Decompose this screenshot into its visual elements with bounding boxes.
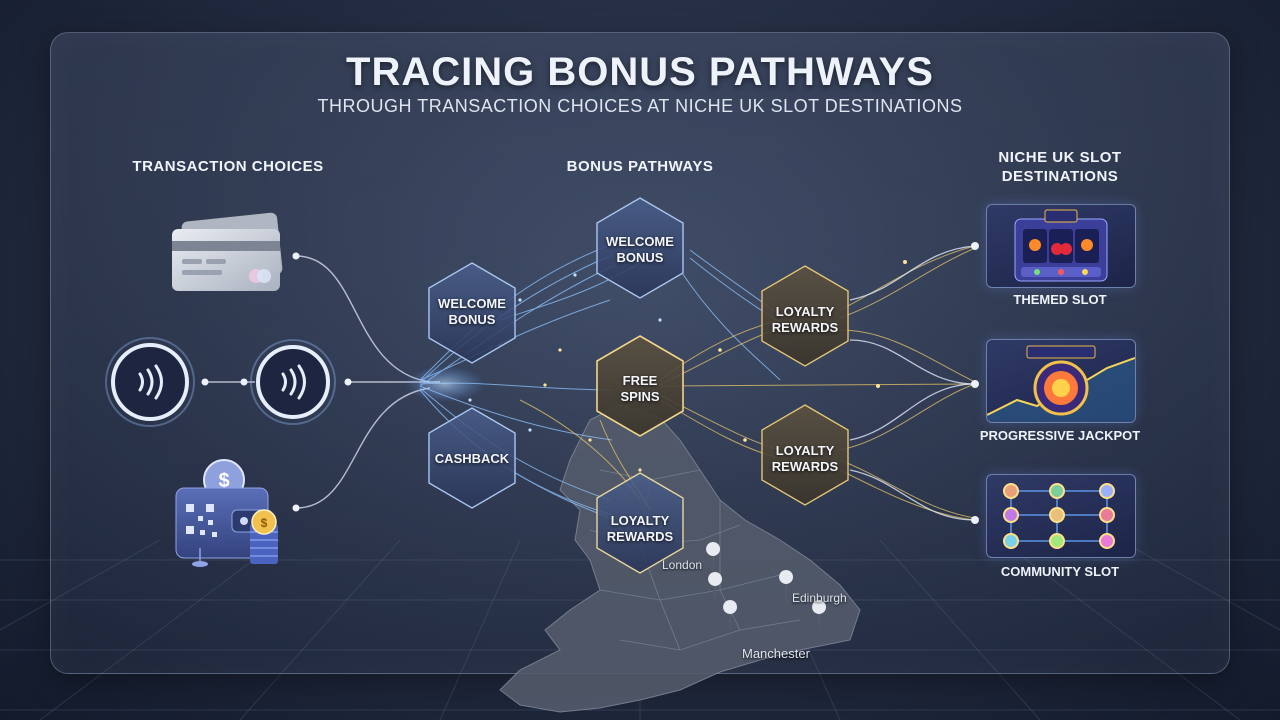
progressive-jackpot-card (986, 339, 1136, 423)
destinations-heading-line1: NICHE UK SLOT (998, 149, 1122, 166)
contactless-icon (250, 339, 336, 425)
hexagon-loyalty-rewards-bottom-right (761, 404, 849, 506)
connector-dots (201, 252, 352, 512)
map-pin-icon (706, 542, 721, 575)
flow-particles-blue (468, 273, 662, 432)
node-label-free-spins: FREE SPINS (585, 373, 695, 405)
destination-connectors (849, 245, 976, 521)
node-label-loyalty-rewards-bottom-right: LOYALTY REWARDS (750, 443, 860, 475)
city-label-edinburgh: Edinburgh (792, 591, 847, 605)
node-label-welcome-bonus-top: WELCOME BONUS (585, 234, 695, 266)
node-label-line2: REWARDS (771, 459, 839, 474)
hexagon-welcome-bonus-top (596, 197, 684, 299)
hexagon-loyalty-rewards-top-right (761, 265, 849, 367)
hexagon-cashback (428, 407, 516, 509)
digital-wallet-icon: $ $ (175, 459, 278, 567)
svg-text:$: $ (218, 470, 229, 492)
city-label-london: London (662, 558, 703, 572)
diagram-subtitle: THROUGH TRANSACTION CHOICES AT NICHE UK … (317, 96, 963, 116)
node-label-cashback: CASHBACK (417, 451, 527, 467)
hexagon-loyalty-rewards-bottom (596, 472, 684, 574)
destinations-heading-line2: DESTINATIONS (1001, 168, 1119, 185)
node-label-loyalty-rewards-bottom: LOYALTY REWARDS (585, 513, 695, 545)
credit-card-icon (172, 212, 283, 291)
node-label-loyalty-rewards-top-right: LOYALTY REWARDS (750, 304, 860, 336)
slot-machine-icon (1014, 209, 1108, 282)
hexagon-free-spins (596, 335, 684, 437)
destinations-heading: NICHE UK SLOT DESTINATIONS (950, 148, 1170, 186)
community-network-icon (1003, 483, 1115, 549)
node-label-line2: BONUS (448, 312, 496, 327)
node-label-line2: REWARDS (771, 320, 839, 335)
themed-slot-card (986, 204, 1136, 288)
destination-label-community-slot: COMMUNITY SLOT (1000, 564, 1120, 579)
node-label-line2: SPINS (620, 389, 660, 404)
node-label-line1: LOYALTY (775, 304, 835, 319)
hexagon-welcome-bonus-left (428, 262, 516, 364)
transaction-choices-heading: TRANSACTION CHOICES (132, 158, 324, 175)
map-pin-icon (708, 572, 723, 605)
glow-node (405, 366, 485, 402)
node-label-line1: LOYALTY (610, 513, 670, 528)
node-label-line2: REWARDS (606, 529, 674, 544)
node-label-line2: BONUS (616, 250, 664, 265)
bonus-pathways-heading: BONUS PATHWAYS (566, 158, 714, 175)
contactless-icon (105, 337, 195, 427)
destination-label-progressive-jackpot: PROGRESSIVE JACKPOT (979, 428, 1141, 443)
destination-label-themed-slot: THEMED SLOT (1013, 292, 1107, 307)
city-label-manchester: Manchester (742, 646, 810, 661)
node-label-line1: WELCOME (438, 296, 506, 311)
node-label-line1: LOYALTY (775, 443, 835, 458)
map-pin-icon (779, 570, 794, 603)
community-slot-card (986, 474, 1136, 558)
diagram-title: TRACING BONUS PATHWAYS (346, 50, 934, 94)
node-label-welcome-bonus-left: WELCOME BONUS (417, 296, 527, 328)
node-label-line1: WELCOME (606, 234, 674, 249)
svg-text:$: $ (261, 516, 268, 530)
node-label-line1: CASHBACK (434, 451, 510, 466)
map-pin-icon (812, 600, 827, 633)
node-label-line1: FREE (622, 373, 658, 388)
jackpot-wheel-icon (987, 345, 1135, 422)
flow-particles (543, 260, 907, 472)
map-pin-icon (723, 600, 738, 633)
destination-dots (971, 242, 979, 524)
